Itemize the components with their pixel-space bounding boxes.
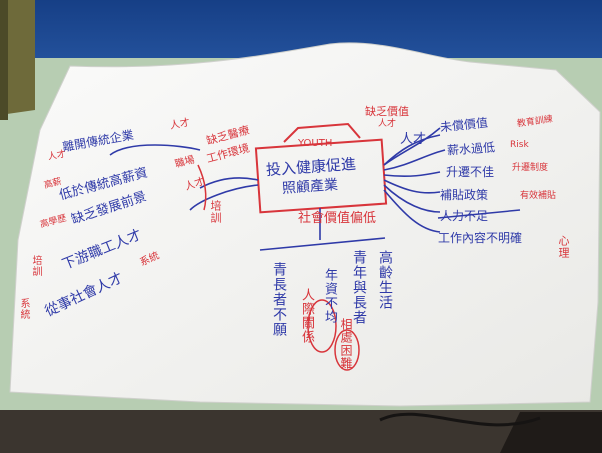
- upper-right-red-label-2: 人才: [378, 119, 397, 129]
- red-circle: [307, 299, 337, 353]
- bottom-column-5: 高齡生活: [377, 250, 393, 310]
- right-branch-blue-5: 人力不足: [440, 209, 489, 223]
- bottom-title: 社會價值偏低: [298, 211, 377, 226]
- cabinet-left: [0, 0, 35, 115]
- left-margin-red-3: 培訓: [30, 255, 41, 277]
- right-branch-blue-4: 補貼政策: [440, 188, 489, 202]
- center-title-line2: 照顧產業: [281, 177, 339, 197]
- center-box: [254, 138, 388, 214]
- center-tab-label: YOUTH: [298, 138, 333, 149]
- left-branch-red-3: 培訓: [209, 200, 222, 224]
- right-branch-blue-0: 人才: [400, 132, 427, 147]
- bottom-column-0: 青長者不願: [271, 262, 287, 337]
- right-branch-red-6: 心理: [557, 235, 570, 259]
- right-branch-red-2: Risk: [510, 140, 529, 150]
- right-branch-blue-2: 薪水過低: [446, 140, 496, 158]
- red-bracket: [197, 164, 207, 211]
- center-box-tab: [283, 122, 361, 143]
- connector-lines: [109, 127, 446, 251]
- bottom-column-2: 年資不均: [322, 268, 337, 324]
- cabinet-edge: [0, 0, 8, 120]
- red-circle-2: [334, 329, 360, 371]
- strike-line: [437, 209, 521, 219]
- poster-paper: [9, 42, 601, 407]
- bottom-column-4: 相處困難: [339, 318, 353, 370]
- right-branch-blue-3: 升遷不佳: [446, 165, 495, 179]
- bottom-column-3: 青年與長者: [351, 250, 367, 325]
- floor: [0, 410, 602, 453]
- bottom-column-1: 人際關係: [299, 288, 314, 344]
- cable: [379, 412, 541, 427]
- right-branch-blue-6: 工作內容不明確: [438, 231, 523, 245]
- right-branch-red-4: 有效補貼: [520, 191, 557, 201]
- left-margin-red-4: 系統: [18, 298, 29, 320]
- right-branch-red-3: 升遷制度: [512, 163, 549, 173]
- upper-right-red-label: 缺乏價值: [365, 105, 409, 118]
